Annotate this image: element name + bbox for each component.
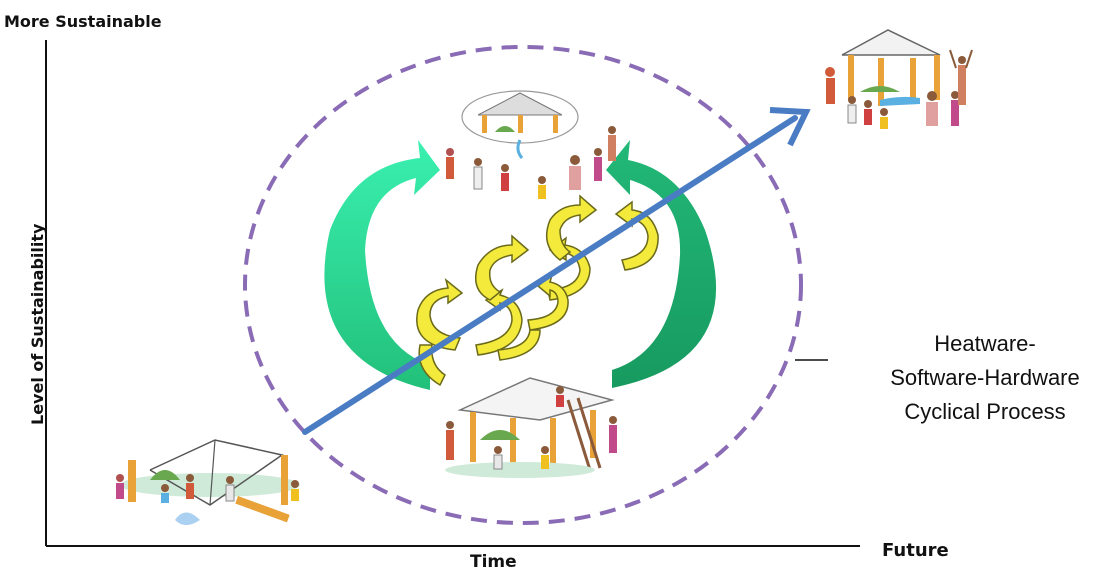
cycle-caption: Heatware- Software-Hardware Cyclical Pro… (870, 327, 1100, 429)
start-gathering-illustration (116, 439, 300, 525)
x-axis-label: Time (470, 552, 517, 572)
caption-line-1: Heatware- (934, 331, 1036, 356)
more-sustainable-label: More Sustainable (4, 12, 162, 31)
cycle-boundary-ellipse (243, 45, 803, 525)
completed-pavilion-illustration (825, 29, 973, 129)
progress-arrow (302, 115, 798, 435)
caption-line-3: Cyclical Process (904, 399, 1066, 424)
future-label: Future (882, 540, 949, 561)
right-cycle-arrow (606, 140, 717, 388)
planning-community-illustration (446, 90, 616, 199)
caption-line-2: Software-Hardware (890, 365, 1080, 390)
small-cycle-arrows (416, 194, 659, 387)
building-hut-illustration (445, 377, 617, 478)
progress-arrowhead (769, 107, 811, 147)
left-cycle-arrow (324, 140, 440, 390)
